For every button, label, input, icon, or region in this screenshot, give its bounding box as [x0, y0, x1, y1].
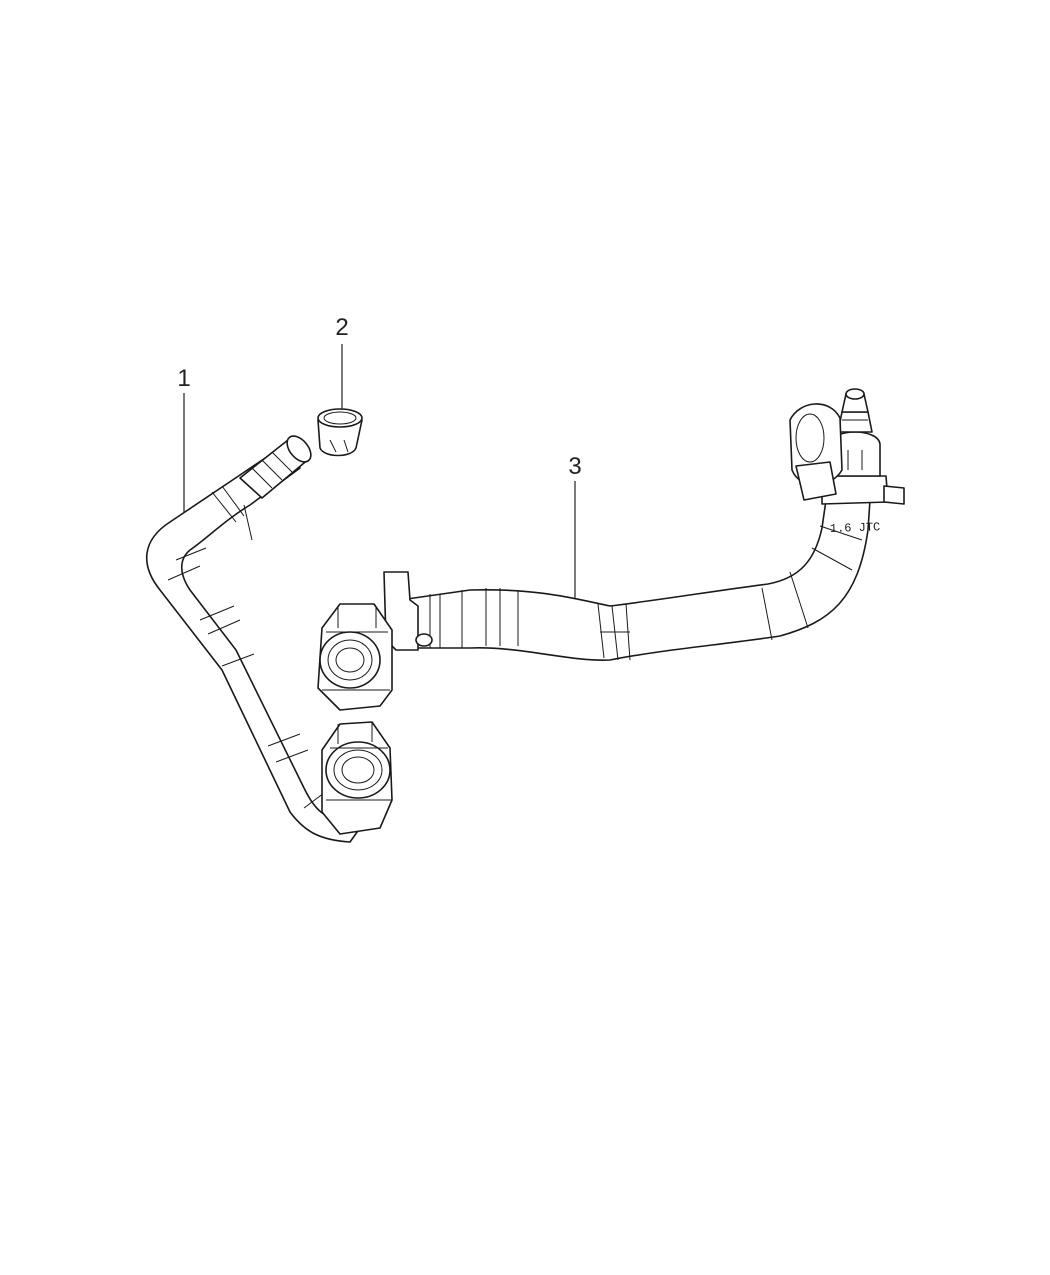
callout-2-label: 2 [335, 314, 348, 341]
callout-1-label: 1 [177, 365, 190, 392]
callout-1: 1 [177, 365, 191, 512]
hose-stamp: 1.6 JTC [830, 520, 881, 536]
callout-3: 3 [568, 453, 582, 598]
quick-connector-left [317, 603, 393, 711]
callout-3-label: 3 [568, 453, 581, 480]
hose-part-3: 1.6 JTC [317, 388, 905, 711]
fitting-right [789, 388, 905, 505]
hose-part-1 [146, 435, 393, 843]
callout-2: 2 [335, 314, 349, 410]
quick-connector-lower [321, 721, 393, 835]
clamp-part-2 [317, 408, 363, 457]
